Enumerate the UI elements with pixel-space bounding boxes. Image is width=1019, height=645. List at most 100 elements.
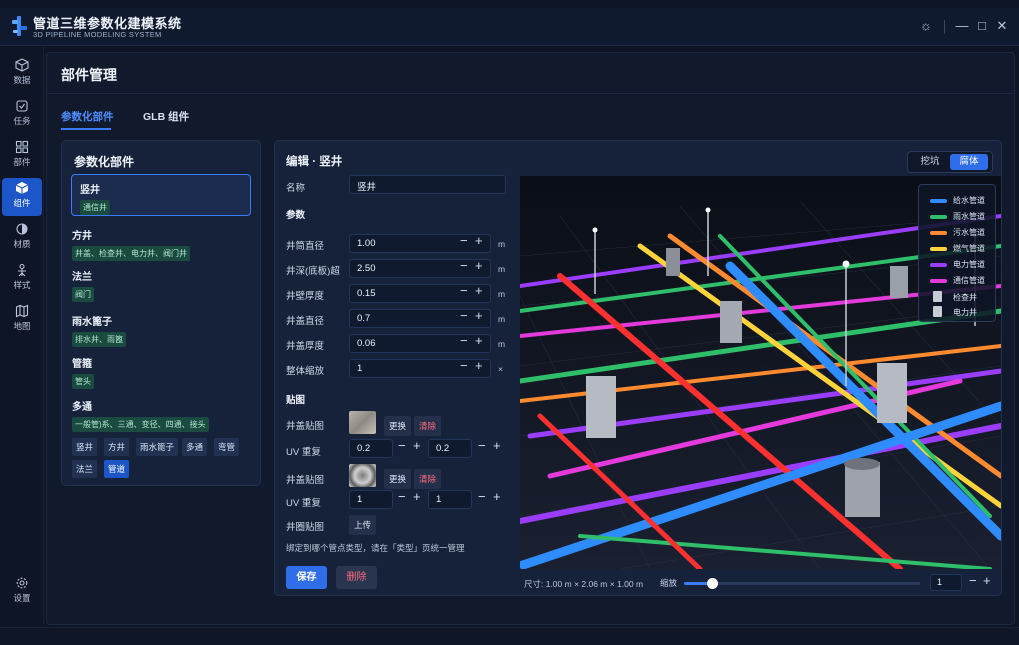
minus-icon[interactable]: − — [969, 573, 977, 588]
plus-icon[interactable]: + — [493, 438, 501, 453]
filter-chip[interactable]: 方井 — [104, 438, 130, 456]
uv-label: UV 重复 — [286, 498, 321, 509]
list-item-shaft[interactable]: 竖井 通信井 — [71, 174, 251, 216]
name-input[interactable]: 竖井 — [349, 175, 506, 194]
param-unit: m — [498, 239, 506, 249]
legend-label: 通信管道 — [953, 276, 985, 285]
zoom-input[interactable]: 1 — [930, 574, 962, 591]
sidebar-item-parts[interactable]: 部件 — [2, 137, 42, 175]
sidebar-item-material[interactable]: 材质 — [2, 219, 42, 257]
sidebar-item-data[interactable]: 数据 — [2, 55, 42, 93]
plus-icon[interactable]: + — [475, 308, 483, 323]
sidebar-item-label: 部件 — [13, 157, 31, 167]
param-unit: m — [498, 264, 506, 274]
maximize-icon[interactable]: □ — [978, 18, 986, 33]
sidebar-item-task[interactable]: 任务 — [2, 96, 42, 134]
minus-icon[interactable]: − — [478, 489, 486, 504]
legend-label: 污水管道 — [953, 228, 985, 237]
param-unit: m — [498, 339, 506, 349]
plus-icon[interactable]: + — [475, 358, 483, 373]
mode-button-excavate[interactable]: 挖坑 — [920, 156, 940, 167]
plus-icon[interactable]: + — [475, 233, 483, 248]
save-button[interactable]: 保存 — [286, 566, 327, 589]
minus-icon[interactable]: − — [398, 489, 406, 504]
sidebar-item-style[interactable]: 样式 — [2, 260, 42, 298]
minus-icon[interactable]: − — [398, 438, 406, 453]
replace-button[interactable]: 更换 — [384, 416, 412, 436]
plus-icon[interactable]: + — [475, 258, 483, 273]
plus-icon[interactable]: + — [413, 438, 421, 453]
well-shafts — [586, 248, 908, 517]
cover-texture-label: 井盖贴图 — [286, 421, 325, 432]
param-input[interactable]: 0.15 — [349, 284, 491, 303]
sidebar-item-label: 组件 — [13, 198, 31, 208]
param-input[interactable]: 1 — [349, 359, 491, 378]
filter-chip[interactable]: 法兰 — [72, 460, 98, 478]
minus-icon[interactable]: − — [460, 283, 468, 298]
sidebar-item-settings[interactable]: 设置 — [2, 573, 42, 611]
panel-title: 参数化部件 — [74, 155, 135, 169]
uv-u-input[interactable]: 0.2 — [349, 439, 393, 458]
sun-icon[interactable]: ☼ — [920, 18, 932, 33]
param-label: 井深(底板)超 — [286, 266, 340, 277]
component-name: 多通 — [72, 402, 92, 413]
param-unit: m — [498, 289, 506, 299]
upload-button[interactable]: 上传 — [349, 515, 377, 535]
filter-chip[interactable]: 多通 — [182, 438, 208, 456]
component-name: 法兰 — [72, 272, 92, 283]
uv-u-input[interactable]: 1 — [349, 490, 393, 509]
param-input[interactable]: 0.7 — [349, 309, 491, 328]
list-item-grate[interactable]: 雨水篦子 排水井、雨篦 — [72, 313, 252, 347]
slider-fill — [684, 582, 713, 585]
sidebar-item-map[interactable]: 地图 — [2, 301, 42, 339]
replace-button[interactable]: 更换 — [384, 469, 412, 489]
clear-button[interactable]: 清除 — [414, 416, 442, 436]
tab-parametric[interactable]: 参数化部件 — [61, 111, 114, 123]
sidebar-item-label: 样式 — [13, 280, 31, 290]
list-item-coupling[interactable]: 管箍 管头 — [72, 355, 252, 389]
name-label: 名称 — [286, 183, 306, 194]
list-item-multiway[interactable]: 多通 一般管)系、三通、变径、四通、接头 — [72, 398, 252, 432]
param-input[interactable]: 2.50 — [349, 259, 491, 278]
minus-icon[interactable]: − — [460, 233, 468, 248]
minus-icon[interactable]: − — [460, 333, 468, 348]
component-name: 管箍 — [72, 359, 92, 370]
plus-icon[interactable]: + — [493, 489, 501, 504]
slider-handle[interactable] — [707, 578, 719, 589]
minus-icon[interactable]: − — [460, 308, 468, 323]
plus-icon[interactable]: + — [475, 283, 483, 298]
texture-thumbnail[interactable] — [349, 411, 376, 434]
list-item-square-well[interactable]: 方井 井盖、检查井、电力井、阀门井 — [72, 227, 252, 261]
minus-icon[interactable]: − — [478, 438, 486, 453]
mode-button-solid[interactable]: 腐体 — [950, 154, 988, 170]
uv-v-input[interactable]: 0.2 — [428, 439, 472, 458]
plus-icon[interactable]: + — [983, 573, 991, 588]
param-input[interactable]: 1.00 — [349, 234, 491, 253]
filter-chip[interactable]: 弯管 — [214, 438, 240, 456]
filter-chip[interactable]: 雨水篦子 — [136, 438, 179, 456]
param-label: 整体缩放 — [286, 366, 325, 377]
param-label: 井壁厚度 — [286, 291, 325, 302]
tab-glb[interactable]: GLB 组件 — [143, 111, 190, 123]
plus-icon[interactable]: + — [475, 333, 483, 348]
minus-icon[interactable]: − — [460, 358, 468, 373]
texture-thumbnail[interactable] — [349, 464, 376, 487]
close-icon[interactable]: ✕ — [996, 18, 1008, 33]
param-input[interactable]: 0.06 — [349, 334, 491, 353]
minimize-icon[interactable]: — — [955, 18, 969, 33]
filter-chip[interactable]: 竖井 — [72, 438, 98, 456]
plus-icon[interactable]: + — [413, 489, 421, 504]
sidebar-item-component[interactable]: 组件 — [2, 178, 42, 216]
list-item-flange[interactable]: 法兰 阀门 — [72, 268, 252, 302]
gear-icon — [16, 577, 28, 589]
zoom-slider[interactable] — [684, 578, 920, 589]
clear-button[interactable]: 清除 — [414, 469, 442, 489]
uv-v-input[interactable]: 1 — [428, 490, 472, 509]
params-heading: 参数 — [286, 210, 306, 221]
app-logo-icon — [12, 16, 27, 36]
delete-button[interactable]: 删除 — [336, 566, 377, 589]
filter-chip-active[interactable]: 管道 — [104, 460, 130, 478]
3d-viewport[interactable]: 给水管道 雨水管道 污水管道 燃气管道 电力管道 通信管道 检查井 电力井 — [520, 176, 1001, 569]
minus-icon[interactable]: − — [460, 258, 468, 273]
